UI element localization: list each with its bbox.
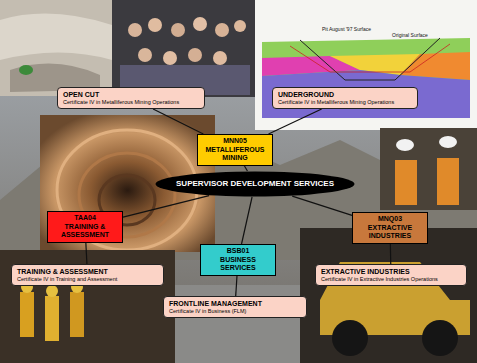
code-box: MNN05METALLIFEROUS MINING: [197, 134, 273, 166]
box-body: METALLIFEROUS MINING: [201, 146, 269, 163]
box-body: Certificate IV in Metalliferous Mining O…: [278, 99, 412, 106]
box-heading: MNN05: [201, 137, 269, 146]
connector-line: [242, 197, 253, 244]
box-body: EXTRACTIVE INDUSTRIES: [356, 224, 424, 241]
box-heading: MNQ03: [356, 215, 424, 224]
code-box: MNQ03EXTRACTIVE INDUSTRIES: [352, 212, 428, 244]
code-box: BSB01BUSINESS SERVICES: [200, 244, 276, 276]
connector-line: [123, 196, 209, 218]
connector-line: [244, 166, 247, 172]
qualification-box: OPEN CUTCertificate IV in Metalliferous …: [57, 87, 205, 109]
connector-line: [236, 276, 237, 297]
box-body: Certificate IV in Business (FLM): [169, 308, 301, 315]
center-ellipse: SUPERVISOR DEVELOPMENT SERVICES: [155, 171, 355, 197]
box-heading: SUPERVISOR DEVELOPMENT SERVICES: [176, 179, 334, 189]
connector-line: [268, 109, 321, 134]
box-body: BUSINESS SERVICES: [204, 256, 272, 273]
box-heading: BSB01: [204, 247, 272, 256]
box-body: Certificate IV in Metalliferous Mining O…: [63, 99, 199, 106]
section-label: Pit August '97 Surface: [322, 26, 371, 32]
ellipse-fill: [156, 172, 355, 197]
box-body: Certificate IV in Extractive Industries …: [321, 276, 461, 283]
box-body: Certificate IV in Training and Assessmen…: [17, 276, 158, 283]
connector-line: [86, 243, 87, 265]
box-heading: TRAINING & ASSESSMENT: [17, 267, 158, 276]
qualification-box: EXTRACTIVE INDUSTRIESCertificate IV in E…: [315, 264, 467, 286]
qualification-box: UNDERGROUNDCertificate IV in Metallifero…: [272, 87, 418, 109]
box-heading: EXTRACTIVE INDUSTRIES: [321, 267, 461, 276]
code-box: TAA04TRAINING & ASSESSMENT: [47, 211, 123, 243]
box-heading: UNDERGROUND: [278, 90, 412, 99]
box-heading: FRONTLINE MANAGEMENT: [169, 299, 301, 308]
box-heading: TAA04: [51, 214, 119, 223]
section-label: Original Surface: [392, 32, 428, 38]
qualification-box: FRONTLINE MANAGEMENTCertificate IV in Bu…: [163, 296, 307, 318]
box-heading: OPEN CUT: [63, 90, 199, 99]
connector-line: [390, 244, 392, 265]
connector-line: [153, 109, 203, 134]
connector-line: [292, 196, 352, 215]
box-body: TRAINING & ASSESSMENT: [51, 223, 119, 240]
qualification-box: TRAINING & ASSESSMENTCertificate IV in T…: [11, 264, 164, 286]
